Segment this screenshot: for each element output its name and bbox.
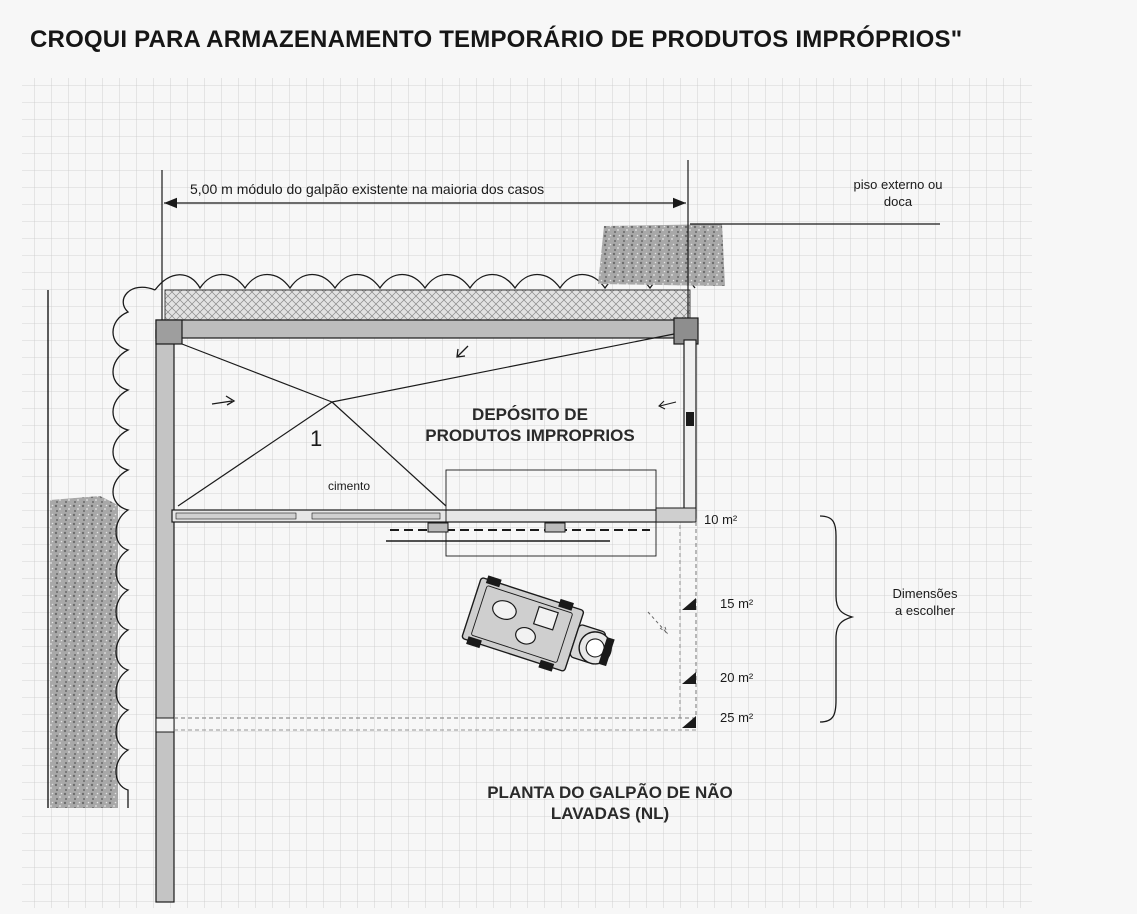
external-floor-label-line1: piso externo ou bbox=[853, 177, 943, 192]
external-floor-gravel bbox=[598, 224, 725, 286]
slope-line bbox=[181, 343, 333, 403]
area-marker-20 bbox=[682, 672, 696, 684]
top-left-column bbox=[155, 319, 183, 345]
forklift-vehicle bbox=[461, 575, 615, 672]
slope-line bbox=[331, 401, 447, 507]
slope-arrow-left bbox=[211, 395, 236, 406]
left-wall-joint bbox=[155, 717, 175, 733]
deposit-top-wall bbox=[155, 319, 697, 339]
cement-label: cimento bbox=[328, 479, 371, 493]
dimensions-choice-label: Dimensões a escolher bbox=[870, 585, 980, 619]
area-20-label: 20 m² bbox=[720, 670, 754, 685]
deposit-label-line1: DEPÓSITO DE bbox=[472, 405, 588, 424]
slope-line bbox=[177, 401, 333, 507]
deposit-label-line2: PRODUTOS IMPROPRIOS bbox=[425, 426, 635, 445]
slope-arrow-right bbox=[658, 400, 677, 410]
door-roller bbox=[427, 522, 449, 533]
deposit-right-wall bbox=[683, 339, 697, 519]
scalloped-edge-horizontal bbox=[154, 273, 696, 291]
left-gravel-strip bbox=[50, 496, 118, 808]
module-dimension-label: 5,00 m módulo do galpão existente na mai… bbox=[190, 181, 545, 197]
diagram-title: CROQUI PARA ARMAZENAMENTO TEMPORÁRIO DE … bbox=[30, 26, 963, 53]
slope-arrow-top bbox=[456, 345, 469, 358]
area-10-label: 10 m² bbox=[704, 512, 738, 527]
scalloped-edge-vertical bbox=[112, 286, 156, 808]
dimensions-choice-line2: a escolher bbox=[895, 603, 955, 618]
bottom-wall-inner bbox=[311, 512, 441, 520]
deposit-label: DEPÓSITO DE PRODUTOS IMPROPRIOS bbox=[400, 404, 660, 446]
plan-caption: PLANTA DO GALPÃO DE NÃO LAVADAS (NL) bbox=[420, 782, 800, 824]
plan-caption-line2: LAVADAS (NL) bbox=[550, 804, 670, 823]
door-frame bbox=[445, 469, 657, 557]
left-wall bbox=[155, 329, 175, 903]
grid-paper bbox=[22, 78, 1032, 908]
roof-hatched-band bbox=[164, 289, 691, 321]
plan-caption-line1: PLANTA DO GALPÃO DE NÃO bbox=[487, 783, 733, 802]
dimensions-choice-line1: Dimensões bbox=[892, 586, 958, 601]
bottom-wall-inner bbox=[175, 512, 297, 520]
area-marker-15 bbox=[682, 598, 696, 610]
drain-point-number: 1 bbox=[310, 426, 323, 451]
right-wall-window bbox=[686, 412, 694, 426]
dimensions-brace bbox=[819, 515, 855, 723]
external-floor-label: piso externo ou doca bbox=[842, 176, 954, 210]
area-15-label: 15 m² bbox=[720, 596, 754, 611]
forklift-path-arrow bbox=[647, 611, 668, 635]
external-floor-label-line2: doca bbox=[883, 194, 913, 209]
door-roller bbox=[544, 522, 566, 533]
slope-line bbox=[331, 333, 675, 403]
bottom-right-column bbox=[655, 507, 697, 523]
area-25-label: 25 m² bbox=[720, 710, 754, 725]
area-marker-25 bbox=[682, 716, 696, 728]
